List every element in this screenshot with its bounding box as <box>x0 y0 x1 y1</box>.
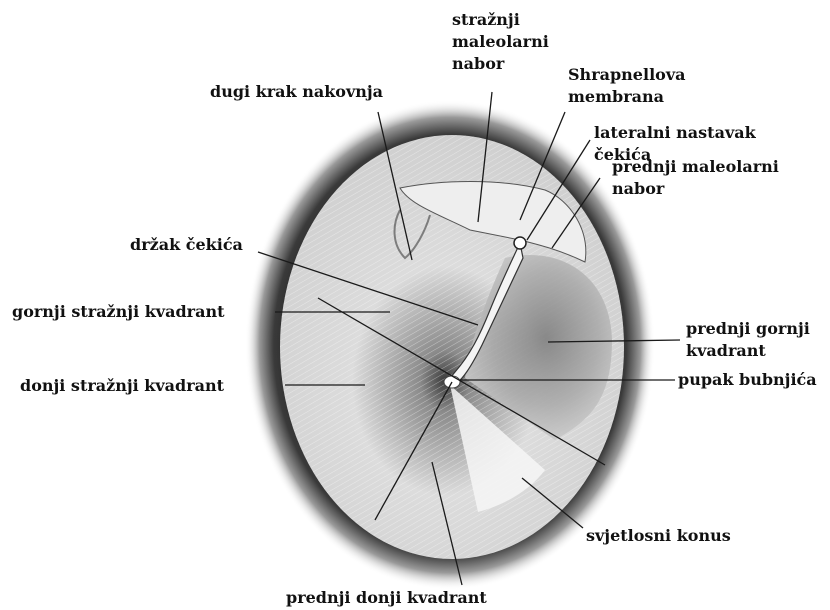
label-straznji-maleolarni-nabor: stražnji maleolarni nabor <box>452 10 554 73</box>
label-prednji-maleolarni-nabor: prednji maleolarni nabor <box>612 157 784 198</box>
label-pupak-bubnjica: pupak bubnjića <box>678 370 817 389</box>
lateral-process-knob <box>514 237 526 249</box>
label-prednji-donji-kvadrant: prednji donji kvadrant <box>286 588 487 607</box>
label-drzak-cekica: držak čekića <box>130 235 243 254</box>
label-donji-straznji-kvadrant: donji stražnji kvadrant <box>20 376 225 395</box>
label-svjetlosni-konus: svjetlosni konus <box>586 526 731 545</box>
label-gornji-straznji-kvadrant: gornji stražnji kvadrant <box>12 302 225 321</box>
label-prednji-gornji-kvadrant: prednji gornji kvadrant <box>686 319 815 360</box>
label-shrapnellova-membrana: Shrapnellova membrana <box>568 65 691 106</box>
label-dugi-krak-nakovnja: dugi krak nakovnja <box>210 82 383 101</box>
